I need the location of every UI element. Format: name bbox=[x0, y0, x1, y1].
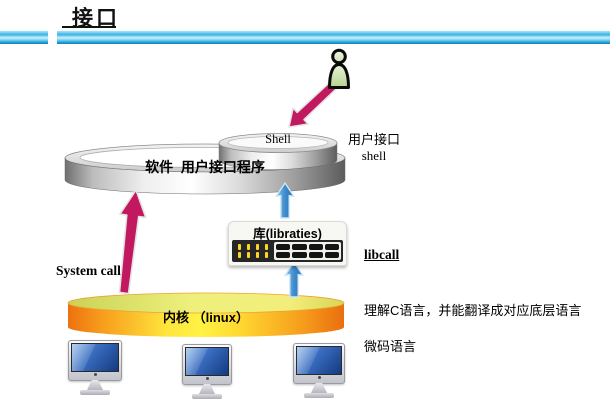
title-underline bbox=[62, 26, 116, 28]
user-interface-note-line2: shell bbox=[361, 148, 387, 164]
shell-cylinder-label: Shell bbox=[265, 132, 291, 146]
network-switch-icon bbox=[232, 240, 343, 262]
page-title: 接口 bbox=[72, 7, 120, 30]
arrow-kernel-to-lib bbox=[284, 261, 304, 298]
system-call-label: System call bbox=[56, 263, 121, 278]
kernel-label: 内核 （linux） bbox=[163, 310, 249, 325]
arrow-system-call bbox=[118, 189, 147, 295]
library-box-label: 库(libraties) bbox=[253, 227, 322, 241]
accent-bar-left bbox=[0, 30, 48, 44]
switch-port-panel bbox=[274, 242, 341, 260]
software-ring-band bbox=[64, 157, 346, 195]
accent-bar-right bbox=[57, 30, 610, 44]
computer-icon bbox=[182, 344, 232, 401]
microcode-note: 微码语言 bbox=[364, 339, 417, 354]
libcall-label: libcall bbox=[364, 247, 400, 262]
library-box: 库(libraties) bbox=[228, 221, 347, 266]
software-ring-label: 软件 用户接口程序 bbox=[145, 159, 265, 175]
switch-led-panel bbox=[232, 240, 274, 262]
monitor-screen bbox=[296, 346, 342, 375]
c-language-note: 理解C语言，并能翻译成对应底层语言 bbox=[364, 303, 582, 318]
user-interface-note: 用户接口 shell bbox=[341, 132, 407, 165]
kernel-disc bbox=[67, 292, 345, 337]
computer-icon bbox=[68, 340, 122, 397]
user-interface-note-line1: 用户接口 bbox=[347, 132, 400, 147]
monitor-screen bbox=[71, 343, 119, 372]
arrow-lib-to-ring bbox=[275, 182, 295, 219]
monitor-screen bbox=[185, 347, 229, 376]
computer-icon bbox=[293, 343, 345, 400]
user-icon bbox=[328, 48, 350, 89]
shell-cylinder bbox=[218, 133, 338, 170]
